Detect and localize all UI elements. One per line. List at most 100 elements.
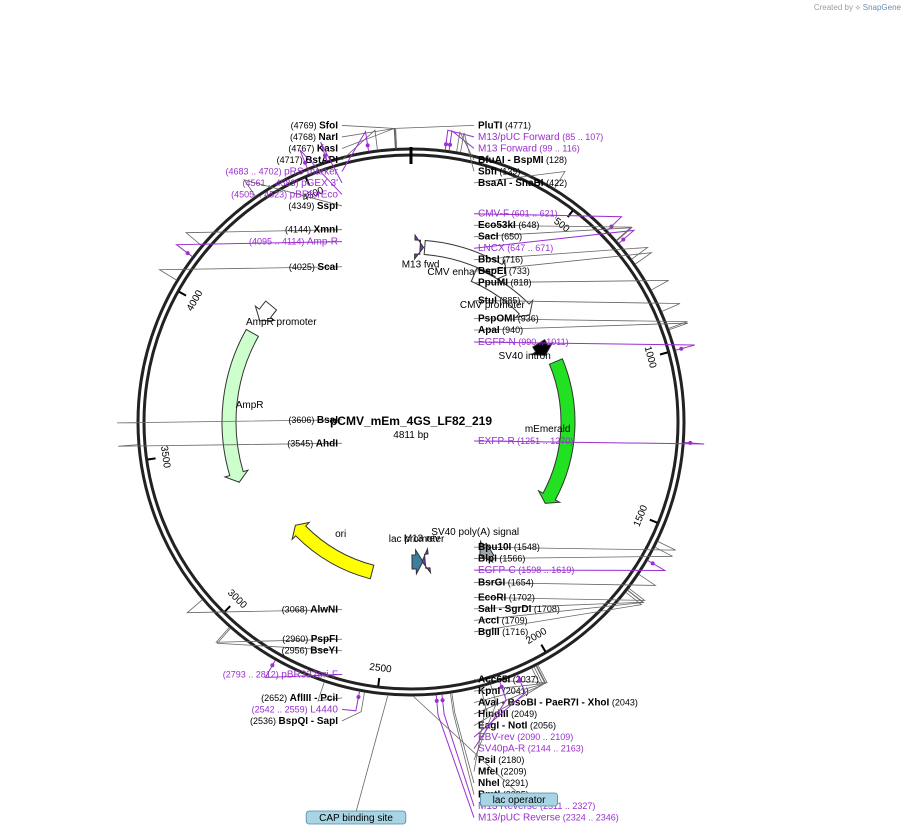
site-label: (3606) BsaI	[288, 415, 338, 426]
feature-label: lac promoter	[389, 534, 445, 545]
box-leader-line	[412, 695, 520, 795]
site-leader-line	[473, 667, 542, 726]
feature-cmv-promoter	[470, 267, 534, 319]
site-leader-line	[460, 132, 475, 172]
site-label: BfuAI - BspMI (128)	[478, 155, 567, 166]
feature-label: CMV enhancer	[427, 267, 494, 278]
site-label: (4095 .. 4114) Amp-R	[249, 237, 338, 248]
site-label: (4683 .. 4702) pRS-marker	[226, 166, 339, 177]
site-leader-line	[473, 300, 681, 312]
primer-marker	[650, 561, 655, 566]
site-leader-line	[116, 419, 343, 424]
site-label: SV40pA-R (2144 .. 2163)	[478, 744, 584, 755]
feature-label: M13 fwd	[402, 259, 440, 270]
site-leader-line	[473, 318, 688, 329]
site-label: (2536) BspQI - SapI	[250, 716, 338, 727]
backbone-ring	[136, 147, 686, 697]
site-leader-line	[216, 627, 343, 652]
site-label: (2956) BseYI	[282, 646, 339, 657]
site-label: M13/pUC Reverse (2324 .. 2346)	[478, 813, 619, 824]
primer-marker	[270, 663, 275, 668]
site-label: KpnI (2041)	[478, 686, 529, 697]
site-leader-line	[243, 179, 343, 207]
site-leader-line	[185, 229, 343, 246]
site-leader-line	[441, 694, 475, 807]
primer-marker	[365, 143, 370, 148]
site-leader-line	[473, 252, 653, 272]
site-leader-line	[473, 227, 633, 242]
site-leader-line	[215, 626, 343, 643]
site-label: (4768) NarI	[290, 132, 338, 143]
site-leader-line	[473, 664, 548, 684]
primer-marker	[499, 684, 504, 689]
site-leader-line	[158, 266, 343, 281]
site-leader-line	[473, 546, 673, 560]
created-by-label: Created by	[813, 3, 853, 12]
feature-memerald	[537, 358, 576, 504]
site-leader-line	[473, 591, 643, 633]
snapgene-logo-icon: ⟡	[855, 3, 861, 12]
site-leader-line	[451, 692, 475, 784]
tick-mark	[223, 605, 231, 613]
site-label: (4025) ScaI	[289, 262, 338, 273]
feature-label: mEmerald	[525, 424, 571, 435]
feature-m13-fwd	[414, 233, 425, 261]
tick-mark	[178, 290, 187, 297]
site-labels: (4769) SfoI(4768) NarI(4767) KasI(4717) …	[116, 120, 705, 825]
site-label: (4505 .. 4523) pBRforEco	[231, 189, 338, 200]
site-leader-line	[456, 130, 475, 161]
site-label: BglII (1716)	[478, 627, 528, 638]
site-label: (4349) SspI	[288, 201, 338, 212]
site-label: CMV-F (601 .. 621)	[478, 209, 558, 220]
site-leader-line	[473, 684, 497, 761]
site-label: EXFP-R (1251 .. 1270)	[478, 436, 573, 447]
primer-marker	[621, 237, 626, 242]
primer-marker	[323, 153, 328, 158]
site-leader-line	[341, 691, 365, 722]
site-label: BsaAI - SnaBI (422)	[478, 178, 567, 189]
site-label: SalI - SgrDI (1708)	[478, 604, 560, 615]
site-label: M13 Forward (99 .. 116)	[478, 143, 580, 154]
site-label: SacI (650)	[478, 232, 522, 243]
site-label: StuI (885)	[478, 295, 520, 306]
site-leader-line	[341, 129, 378, 161]
box-leader-line	[355, 694, 389, 813]
site-leader-line	[473, 171, 566, 189]
feature-sv40-poly-a-signal	[479, 539, 495, 564]
primer-marker	[448, 142, 453, 147]
site-leader-line	[473, 686, 487, 772]
site-label: SbfI (139)	[478, 166, 520, 177]
tick-label: 2500	[369, 662, 393, 676]
site-label: (2652) AflIII - PciI	[261, 693, 338, 704]
site-leader-line	[317, 681, 343, 702]
site-label: M13/pUC Forward (85 .. 107)	[478, 132, 603, 143]
site-label: EBV-rev (2090 .. 2109)	[478, 732, 573, 743]
site-leader-line	[473, 589, 645, 621]
feature-sv40-intron	[529, 338, 554, 356]
site-label: BsrGI (1654)	[478, 577, 534, 588]
site-label: (2960) PspFI	[282, 634, 338, 645]
boxed-label-bg	[305, 810, 407, 825]
site-leader-line	[450, 693, 475, 795]
primer-marker	[688, 440, 693, 445]
site-label: EcoRI (1702)	[478, 592, 535, 603]
feature-label: SV40 poly(A) signal	[431, 527, 519, 538]
site-label: HindIII (2049)	[478, 709, 537, 720]
tick-label: 3500	[158, 445, 172, 469]
site-leader-line	[473, 280, 669, 291]
tick-mark	[377, 677, 381, 687]
site-leader-line	[473, 665, 547, 692]
tick-label: 1000	[642, 345, 659, 370]
boxed-label: lac operator	[493, 795, 546, 806]
tick-mark	[659, 351, 668, 356]
site-label: (4717) BstAPI	[277, 155, 339, 166]
site-leader-line	[473, 587, 646, 601]
boxed-label-bg	[479, 792, 558, 807]
site-leader-line	[341, 691, 361, 712]
site-label: (4561 .. 4583) pGEX 3'	[243, 178, 339, 189]
site-leader-line	[186, 599, 343, 614]
site-label: M13 Reverse (2311 .. 2327)	[478, 801, 595, 812]
tick-label: 4000	[185, 288, 206, 313]
feature-lac-promoter	[411, 548, 424, 576]
